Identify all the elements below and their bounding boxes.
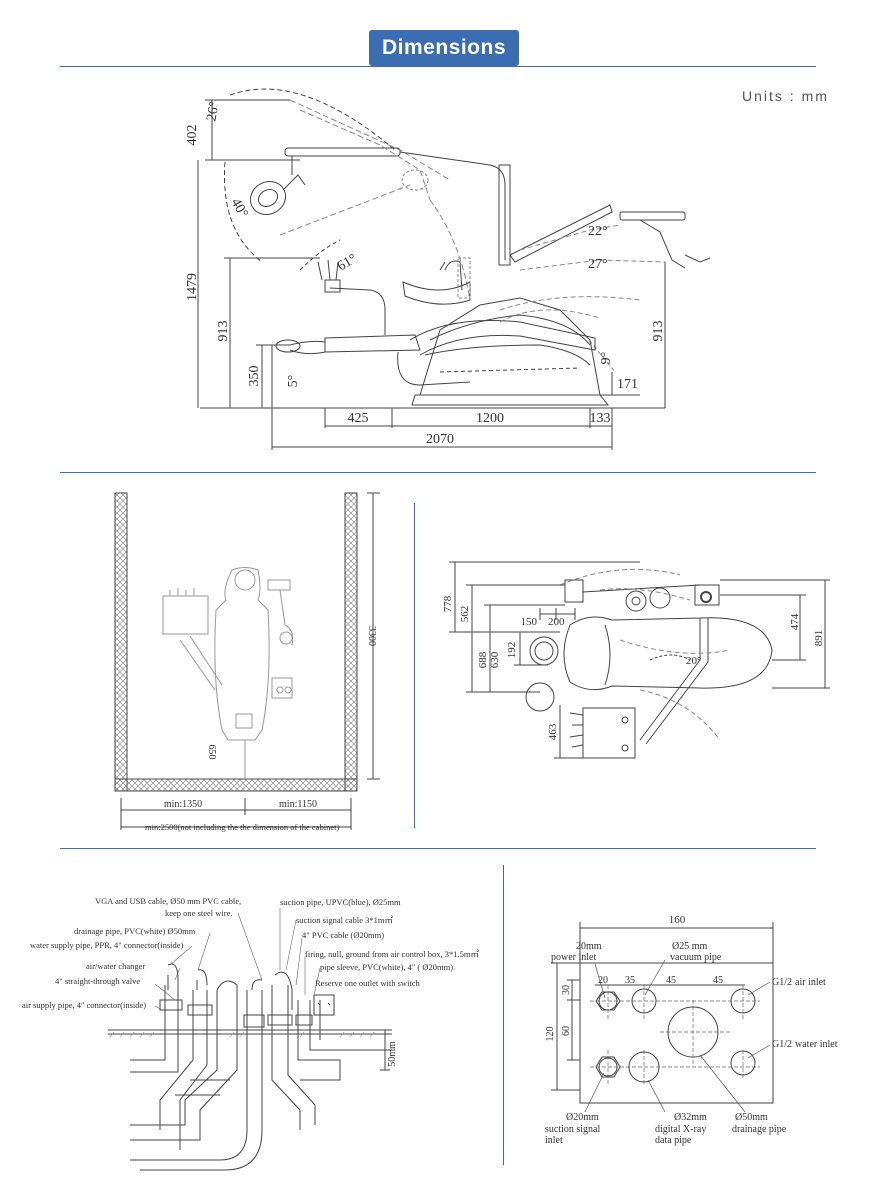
dim-474: 474: [789, 613, 801, 630]
dim-402: 402: [185, 125, 200, 146]
label-pvc-cable: 4" PVC cable (Ø20mm): [302, 930, 384, 940]
dim-171: 171: [617, 377, 638, 392]
label-firing-2: pipe sleeve, PVC(white), 4" ( Ø20mm): [320, 962, 453, 972]
drainage-size: Ø50mm: [735, 1112, 768, 1123]
label-suction: suction pipe, UPVC(blue), Ø25mm: [280, 897, 401, 907]
label-suction-signal: suction signal cable 3*1m㎡: [296, 915, 394, 925]
dim-1479: 1479: [185, 273, 200, 301]
dim-913-right: 913: [651, 321, 666, 342]
dim-3300: 3300: [366, 626, 377, 646]
angle-26: 26°: [204, 100, 222, 122]
label-water-supply: water supply pipe, PPR, 4" connector(ins…: [30, 940, 184, 950]
dim-133: 133: [590, 411, 611, 426]
label-vga-1: VGA and USB cable, Ø50 mm PVC cable,: [95, 896, 241, 906]
divider-1: [60, 472, 816, 473]
suction-label-2: inlet: [545, 1135, 563, 1146]
dim-891: 891: [813, 630, 825, 647]
dim-192: 192: [506, 642, 518, 659]
xray-size: Ø32mm: [674, 1112, 707, 1123]
dim-20: 20: [598, 975, 608, 986]
top-view-drawing: [449, 561, 830, 759]
angle-40: 40°: [228, 196, 251, 220]
room-view-labels: 3300 650 min:1350 min:1150 min:2500(not …: [145, 626, 377, 832]
units-label: Units : mm: [742, 88, 829, 104]
dim-1200: 1200: [476, 411, 504, 426]
label-vga-2: keep one steel wire.: [165, 908, 233, 918]
dim-688: 688: [477, 651, 489, 668]
divider-2: [60, 848, 816, 849]
dim-120: 120: [545, 1027, 556, 1042]
label-air-water: air/water changer: [86, 961, 145, 971]
air-label: air inlet: [795, 977, 826, 988]
angle-5: 5°: [286, 375, 301, 388]
dim-562: 562: [459, 606, 471, 623]
page-title: Dimensions: [369, 30, 519, 66]
xray-label-1: digital X-ray: [655, 1124, 706, 1135]
dim-60: 60: [561, 1026, 572, 1036]
dim-45-a: 45: [666, 975, 676, 986]
dim-425: 425: [348, 411, 369, 426]
dim-150: 150: [521, 616, 538, 628]
angle-22: 22°: [588, 224, 608, 239]
dim-200: 200: [548, 616, 565, 628]
min-1150: min:1150: [279, 799, 317, 810]
dim-30: 30: [561, 985, 572, 995]
water-size: G1/2: [772, 1039, 792, 1050]
drainage-label: drainage pipe: [732, 1124, 787, 1135]
angle-27: 27°: [588, 257, 608, 272]
label-50mm: 50mm: [387, 1041, 398, 1067]
dim-2070: 2070: [426, 432, 454, 447]
pipes-drawing: [108, 908, 392, 1171]
dim-350: 350: [247, 366, 262, 387]
vacuum-label: vacuum pipe: [670, 952, 722, 963]
label-reserve: Reserve one outlet with switch: [315, 978, 421, 988]
vacuum-size: Ø25 mm: [672, 941, 708, 952]
vertical-divider-2: [503, 865, 504, 1165]
min-1350: min:1350: [164, 799, 202, 810]
suction-size: Ø20mm: [566, 1112, 599, 1123]
air-size: G1/2: [772, 977, 792, 988]
dim-35: 35: [625, 975, 635, 986]
top-view-labels: 778 562 150 200 192 688 630 20° 474 891 …: [442, 595, 825, 740]
label-drainage: drainage pipe, PVC(white) Ø50mm: [74, 926, 196, 936]
angle-9: 9°: [599, 352, 614, 365]
water-label: water inlet: [795, 1039, 838, 1050]
side-view-labels: 402 1479 913 350 425 1200 133 2070 913 1…: [185, 100, 666, 447]
side-view-drawing: [197, 88, 711, 450]
min-2500: min:2500(not including the the dimension…: [145, 822, 339, 832]
room-view-drawing: [114, 492, 380, 830]
angle-61: 61°: [335, 252, 359, 275]
vertical-divider-1: [414, 503, 415, 828]
label-firing-1: firing, null, ground from air control bo…: [305, 949, 479, 959]
top-divider: [60, 66, 816, 67]
pipes-labels: VGA and USB cable, Ø50 mm PVC cable, kee…: [22, 896, 479, 1067]
dim-778: 778: [442, 595, 454, 612]
dim-160: 160: [669, 914, 686, 926]
inlet-box-labels: 160 120 30 60 20 35 45 45 20mm power inl…: [545, 914, 838, 1146]
dim-630: 630: [489, 651, 501, 668]
dim-20deg: 20°: [686, 655, 701, 667]
dim-650: 650: [206, 745, 217, 760]
dim-463: 463: [547, 723, 559, 740]
label-straight: 4" straight-through valve: [55, 976, 140, 986]
power-size: 20mm: [576, 941, 602, 952]
label-air-supply: air supply pipe, 4" connector(inside): [22, 1000, 146, 1010]
xray-label-2: data pipe: [655, 1135, 692, 1146]
suction-label-1: suction signal: [545, 1124, 600, 1135]
dim-45-b: 45: [713, 975, 723, 986]
dim-913-left: 913: [216, 321, 231, 342]
power-label: power inlet: [551, 952, 596, 963]
inlet-box-drawing: [551, 922, 774, 1113]
